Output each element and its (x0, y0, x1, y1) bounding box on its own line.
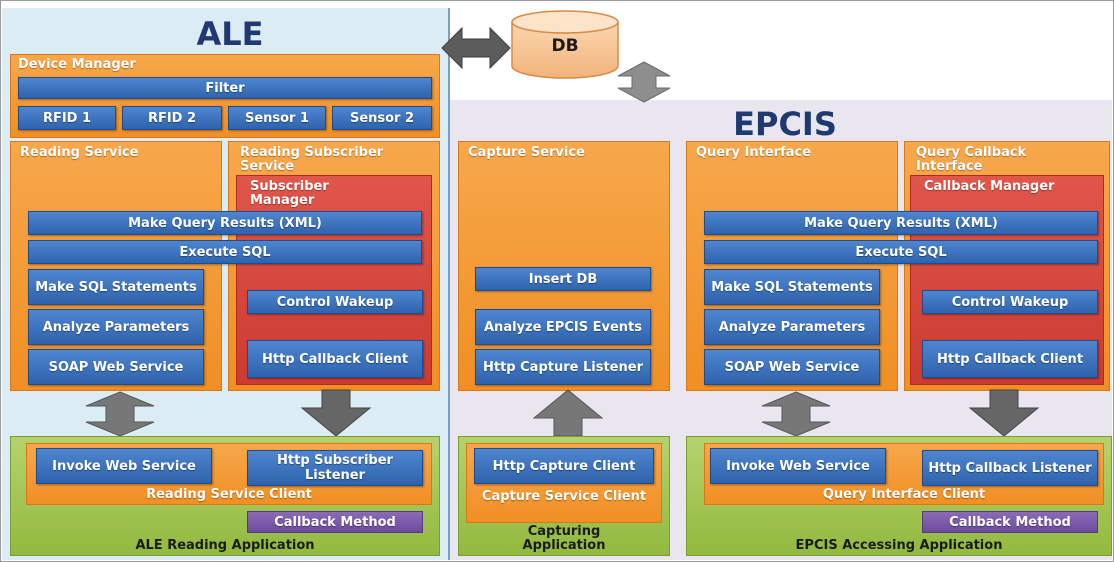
ale-callback-method: Callback Method (247, 511, 423, 533)
device-sensor-2: Sensor 2 (332, 106, 432, 130)
db-epcis-arrow (617, 61, 671, 103)
epcis-execute-sql: Execute SQL (704, 240, 1098, 264)
epcis-make-sql-statements: Make SQL Statements (704, 269, 880, 305)
ale-execute-sql: Execute SQL (28, 240, 422, 264)
epcis-soap-web-service: SOAP Web Service (704, 349, 880, 385)
http-subscriber-listener: Http Subscriber Listener (247, 450, 423, 486)
epcis-analyze-parameters: Analyze Parameters (704, 309, 880, 345)
capturing-application-label: Capturing Application (522, 524, 606, 553)
filter-box: Filter (18, 77, 432, 99)
ale-db-arrow (441, 26, 511, 70)
epcis-accessing-application-label: EPCIS Accessing Application (795, 538, 1003, 553)
analyze-epcis-events: Analyze EPCIS Events (475, 309, 651, 345)
ale-make-query-results: Make Query Results (XML) (28, 211, 422, 235)
epcis-down-arrow (968, 389, 1040, 437)
device-rfid-2: RFID 2 (122, 106, 222, 130)
db-cylinder (511, 10, 619, 79)
reading-service-client-label: Reading Service Client (146, 487, 312, 502)
epcis-title: EPCIS (733, 105, 837, 143)
reading-service-label: Reading Service (20, 145, 139, 160)
capture-service-client-label: Capture Service Client (481, 489, 647, 504)
epcis-invoke-web-service: Invoke Web Service (710, 448, 886, 484)
http-callback-listener: Http Callback Listener (922, 450, 1098, 486)
epcis-make-query-results: Make Query Results (XML) (704, 211, 1098, 235)
db-label: DB (551, 36, 579, 56)
device-sensor-1: Sensor 1 (228, 106, 326, 130)
ale-bidirectional-arrow (85, 391, 155, 437)
ale-reading-application-label: ALE Reading Application (135, 538, 315, 553)
ale-soap-web-service: SOAP Web Service (28, 349, 204, 385)
capture-up-arrow (532, 389, 604, 437)
reading-subscriber-service-label: Reading Subscriber Service (240, 145, 384, 174)
query-interface-client-label: Query Interface Client (822, 487, 986, 502)
query-callback-interface-label: Query Callback Interface (916, 145, 1027, 174)
ale-http-callback-client: Http Callback Client (247, 340, 423, 378)
epcis-control-wakeup: Control Wakeup (922, 290, 1098, 314)
ale-control-wakeup: Control Wakeup (247, 290, 423, 314)
subscriber-manager-label: Subscriber Manager (250, 179, 329, 208)
query-interface-label: Query Interface (696, 145, 812, 160)
ale-down-arrow (300, 389, 372, 437)
epcis-callback-method: Callback Method (922, 511, 1098, 533)
panel-divider (448, 8, 450, 560)
capture-service-label: Capture Service (468, 145, 585, 160)
ale-title: ALE (196, 15, 264, 53)
http-capture-client: Http Capture Client (474, 448, 654, 484)
callback-manager-label: Callback Manager (924, 179, 1055, 194)
http-capture-listener: Http Capture Listener (475, 349, 651, 385)
ale-analyze-parameters: Analyze Parameters (28, 309, 204, 345)
epcis-http-callback-client: Http Callback Client (922, 340, 1098, 378)
insert-db: Insert DB (475, 267, 651, 291)
device-rfid-1: RFID 1 (18, 106, 116, 130)
device-manager-label: Device Manager (18, 57, 136, 72)
epcis-bidirectional-arrow (761, 391, 831, 437)
ale-make-sql-statements: Make SQL Statements (28, 269, 204, 305)
ale-invoke-web-service: Invoke Web Service (36, 448, 212, 484)
